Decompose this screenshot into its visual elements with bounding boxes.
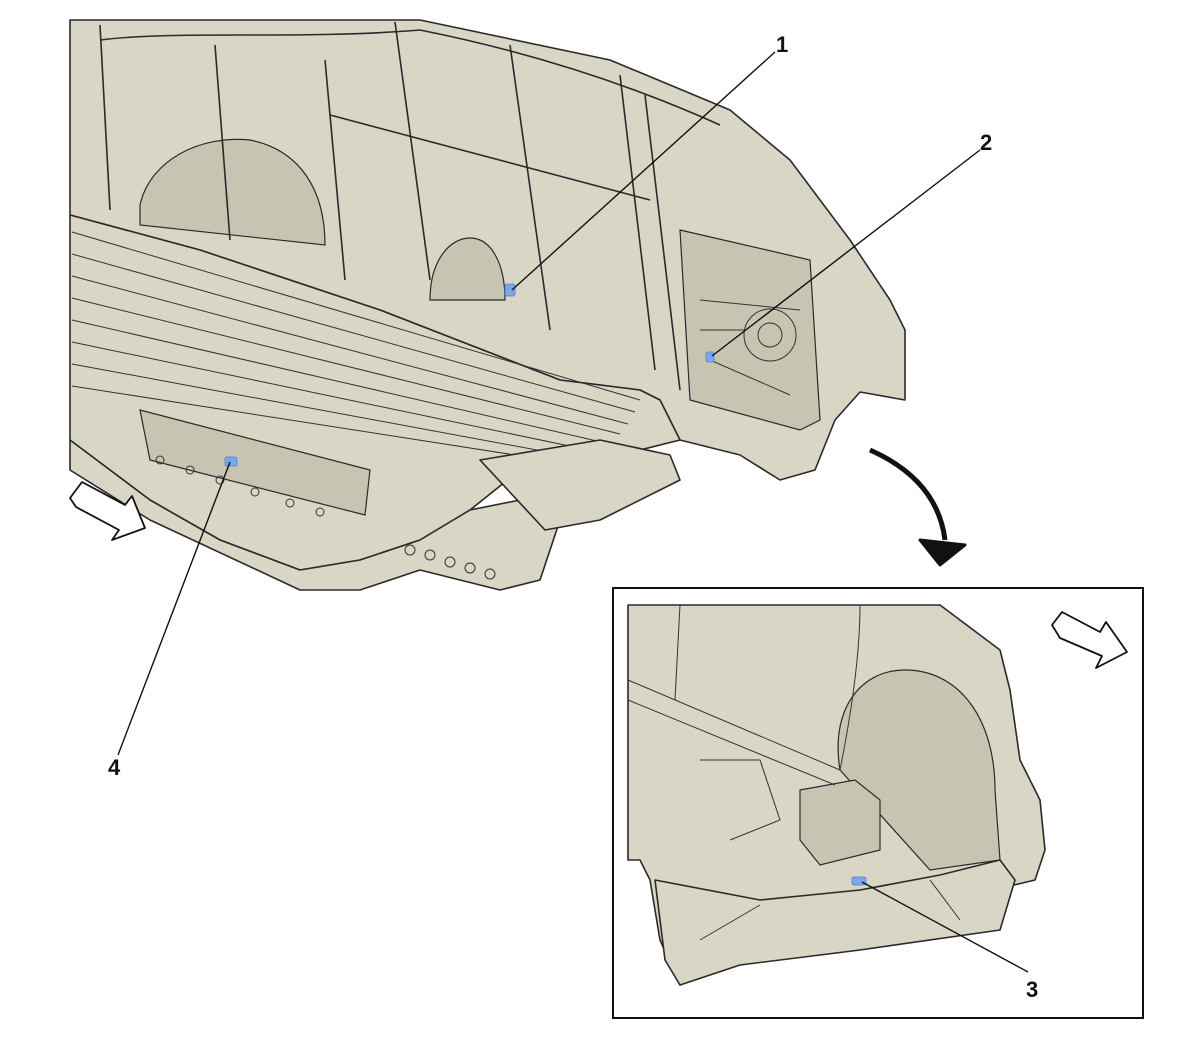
inset-bumper (654, 859, 1016, 986)
leader-lines (117, 51, 1029, 973)
inset-view (612, 587, 1144, 1019)
body-pillars (99, 21, 721, 391)
inset-component-block (799, 779, 881, 866)
marker-2 (705, 351, 715, 363)
rear-door-opening (679, 229, 821, 431)
main-body-view (69, 19, 906, 591)
sill-holes (155, 455, 496, 580)
inset-details (627, 604, 961, 941)
callout-labels: 1 2 3 4 (108, 32, 1038, 1002)
leader-4 (117, 461, 231, 756)
callout-1: 1 (776, 32, 788, 57)
forward-direction-arrow-icon (1051, 611, 1128, 669)
callout-4: 4 (108, 755, 121, 780)
rear-floor-extension (479, 439, 681, 531)
curved-view-arrow-icon (868, 447, 967, 567)
sill-channel (139, 409, 371, 516)
forward-direction-arrow-icon (69, 481, 146, 541)
callout-3: 3 (1026, 977, 1038, 1002)
leader-1 (511, 51, 776, 291)
leader-2 (711, 149, 981, 357)
callout-2: 2 (980, 130, 992, 155)
door-mechanism (699, 299, 801, 396)
floor-ribs (71, 231, 641, 463)
inset-wheel-well (837, 669, 1001, 871)
location-markers-main (224, 283, 715, 467)
marker-4 (224, 456, 238, 467)
marker-1 (504, 283, 516, 297)
wheel-housing-center (429, 237, 506, 301)
wheel-well-left (139, 138, 326, 246)
leader-3 (861, 881, 1029, 973)
